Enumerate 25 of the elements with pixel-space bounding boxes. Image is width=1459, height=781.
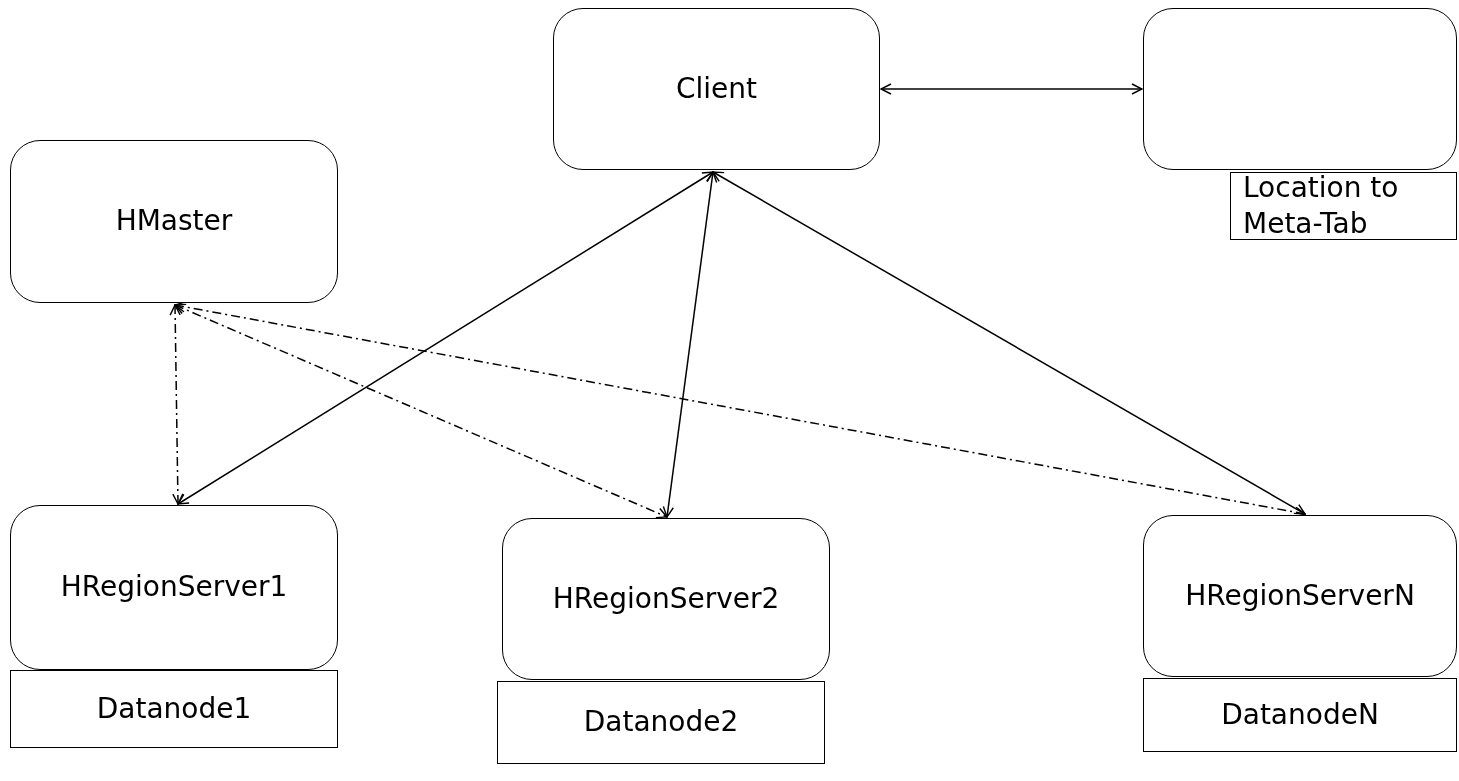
node-label: HRegionServer2 (551, 580, 781, 617)
arrow (177, 171, 714, 505)
node-label: HRegionServerN (1184, 577, 1416, 614)
node-label: HMaster (114, 203, 234, 240)
node-label: HRegionServer1 (59, 569, 289, 606)
node-label: Datanode1 (95, 690, 253, 727)
arrow (880, 83, 1143, 95)
rounded-box (10, 505, 338, 670)
box (1143, 678, 1457, 752)
node-label: Location to Meta-Tab (1242, 169, 1400, 242)
node-label: Client (674, 70, 759, 107)
rounded-box (1143, 515, 1457, 677)
arrow (662, 171, 718, 518)
rounded-box (10, 140, 338, 303)
rounded-box (1143, 8, 1457, 170)
node-label: DatanodeN (1220, 696, 1380, 733)
box (497, 681, 825, 764)
arrow (712, 171, 1306, 515)
box (10, 670, 338, 748)
node-label: Datanode2 (582, 704, 740, 741)
rounded-box (553, 8, 880, 170)
rounded-box (502, 518, 830, 680)
arrow (174, 303, 668, 519)
box (1230, 172, 1457, 240)
arrow (169, 304, 184, 505)
